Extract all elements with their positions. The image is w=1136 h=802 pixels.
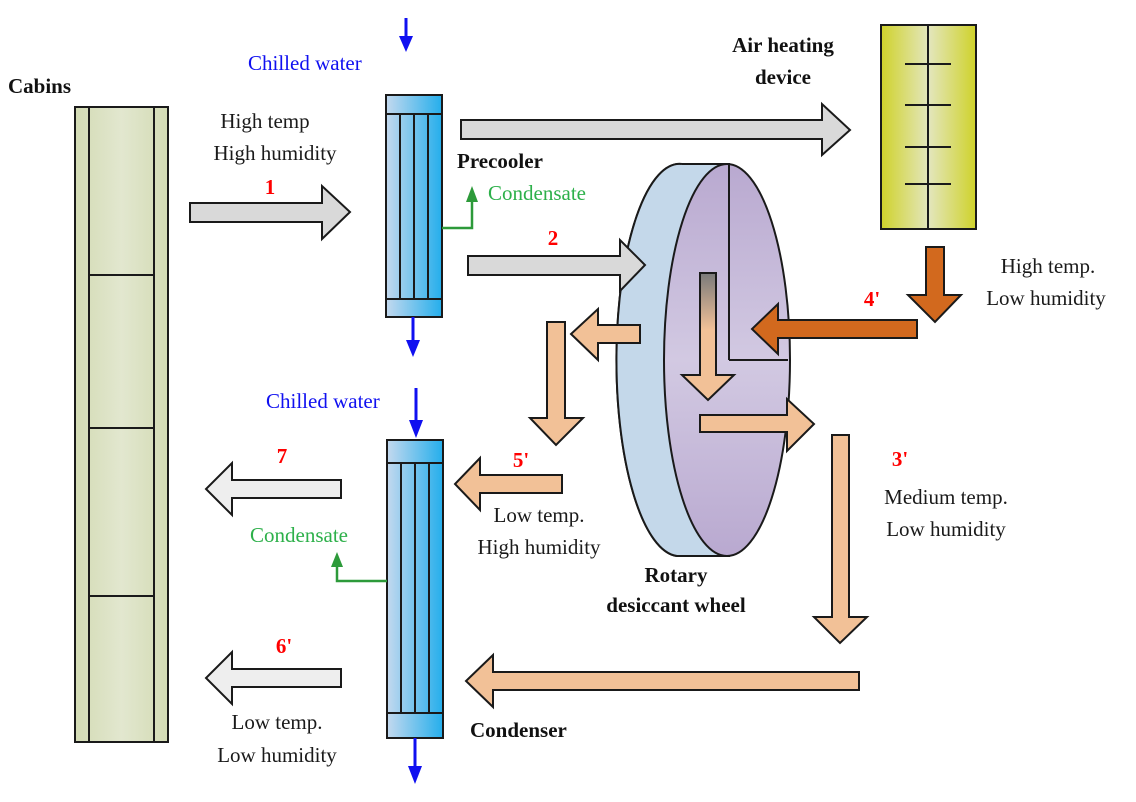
condenser — [386, 439, 444, 739]
stream-1-line1: High temp — [220, 109, 309, 133]
chilled-water-label-bottom: Chilled water — [266, 389, 380, 413]
condensate-arrow-top — [442, 186, 478, 230]
stream-6-arrow — [204, 649, 342, 707]
wheel-outlet-right-arrow — [699, 396, 816, 454]
stream-1-number: 1 — [265, 175, 276, 199]
condensate-label-top: Condensate — [488, 181, 586, 205]
air-to-condenser-arrow — [464, 652, 860, 710]
stream-5-line1: Low temp. — [494, 503, 585, 527]
air-heating-device — [880, 24, 977, 230]
stream-4-down-arrow — [905, 246, 964, 324]
stream-4-line2: Low humidity — [986, 286, 1106, 310]
chilled-water-in-arrow-top — [399, 18, 413, 52]
stream-6-line2: Low humidity — [217, 743, 337, 767]
condenser-label: Condenser — [470, 718, 567, 742]
stream-3-number: 3' — [892, 447, 908, 471]
stream-5-number: 5' — [513, 448, 529, 472]
chilled-water-out-arrow-bottom — [408, 738, 422, 784]
precooler-label: Precooler — [457, 149, 543, 173]
cabins-label: Cabins — [8, 74, 71, 98]
wheel-internal-flow-arrow — [679, 272, 737, 402]
stream-6-line1: Low temp. — [232, 710, 323, 734]
rotary-desiccant-wheel — [615, 162, 791, 557]
stream-1-arrow — [189, 183, 352, 242]
stream-2-arrow — [467, 237, 647, 294]
wheel-label-line1: Rotary — [645, 563, 708, 587]
stream-1-line2: High humidity — [213, 141, 337, 165]
stream-5-line2: High humidity — [477, 535, 601, 559]
wheel-outlet-left-arrow — [569, 306, 641, 363]
cabins — [74, 106, 169, 743]
stream-7-arrow — [204, 460, 342, 518]
condensate-label-bottom: Condensate — [250, 523, 348, 547]
air-heater-label-line2: device — [755, 65, 811, 89]
chilled-water-label-top: Chilled water — [248, 51, 362, 75]
stream-7-number: 7 — [277, 444, 288, 468]
condensate-arrow-bottom — [331, 552, 387, 583]
air-heater-label-line1: Air heating — [732, 33, 834, 57]
wheel-label-line2: desiccant wheel — [606, 593, 746, 617]
stream-3-down-arrow — [811, 434, 870, 645]
stream-4-number: 4' — [864, 287, 880, 311]
stream-2-number: 2 — [548, 226, 559, 250]
stream-5-arrow — [453, 455, 563, 513]
chilled-water-in-arrow-bottom — [409, 388, 423, 438]
stream-6-number: 6' — [276, 634, 292, 658]
stream-3-line1: Medium temp. — [884, 485, 1008, 509]
stream-5-down-arrow — [527, 321, 586, 447]
stream-4-into-wheel-arrow — [750, 301, 918, 357]
stream-3-line2: Low humidity — [886, 517, 1006, 541]
air-to-heater-arrow — [460, 101, 852, 158]
stream-4-line1: High temp. — [1001, 254, 1096, 278]
chilled-water-out-arrow-top — [406, 317, 420, 357]
precooler — [385, 94, 443, 318]
